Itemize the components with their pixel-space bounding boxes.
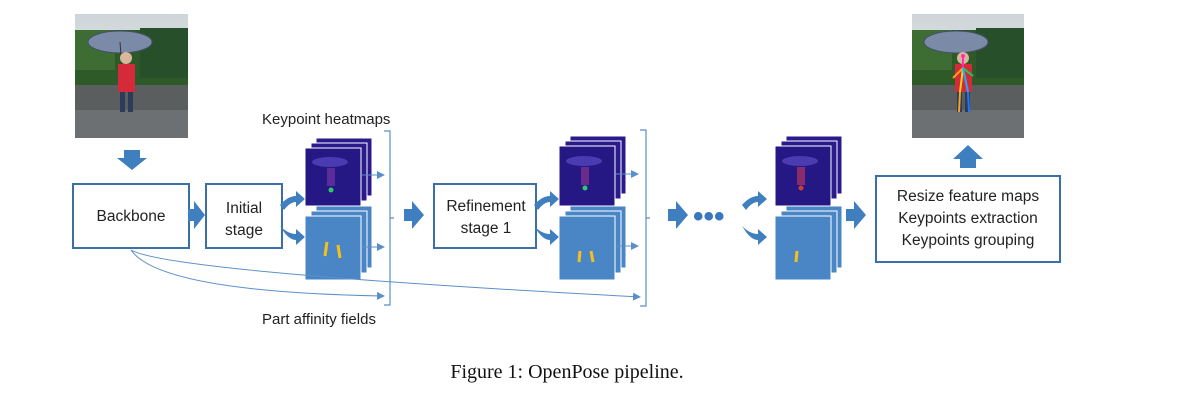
keypoint-heatmaps-label: Keypoint heatmaps xyxy=(262,111,390,128)
part-affinity-fields-label: Part affinity fields xyxy=(262,311,376,328)
initial-stage-label-line1: Initial xyxy=(226,200,262,217)
initial-paf-stack xyxy=(304,205,373,281)
initial-heatmap-stack xyxy=(304,137,373,207)
curved-arrow-to-heatmap-2 xyxy=(534,191,559,210)
arrow-to-ellipsis xyxy=(668,201,688,229)
initial-stage-label-line2: stage xyxy=(225,222,263,239)
input-photo xyxy=(75,14,188,138)
curved-arrow-to-paf-3 xyxy=(742,226,767,245)
arrow-to-refinement xyxy=(404,201,424,229)
refinement-label-line1: Refinement xyxy=(446,198,526,215)
postprocess-line2: Keypoints extraction xyxy=(898,210,1038,227)
backbone-box: Backbone xyxy=(72,183,190,249)
curved-arrow-to-heatmap-3 xyxy=(742,191,767,210)
refinement-paf-stack xyxy=(558,205,627,281)
figure-caption: Figure 1: OpenPose pipeline. xyxy=(450,361,683,383)
down-arrow-icon xyxy=(117,150,147,170)
output-photo xyxy=(912,14,1024,138)
final-paf-stack xyxy=(774,205,843,281)
curved-arrow-to-paf xyxy=(280,226,305,245)
arrow-to-postprocess xyxy=(846,201,866,229)
ellipsis: ••• xyxy=(693,200,725,233)
refinement-stage-box: Refinement stage 1 xyxy=(433,183,537,249)
curved-arrow-to-heatmap xyxy=(280,191,305,210)
refinement-label-line2: stage 1 xyxy=(461,220,512,237)
curved-arrow-to-paf-2 xyxy=(534,226,559,245)
skip-connection-to-bracket-2 xyxy=(130,249,641,301)
backbone-label: Backbone xyxy=(97,208,166,225)
arrow-backbone-to-initial xyxy=(188,201,205,229)
final-heatmap-stack xyxy=(774,135,843,207)
concat-bracket-2 xyxy=(640,129,650,307)
concat-bracket-1 xyxy=(384,130,394,306)
postprocess-line3: Keypoints grouping xyxy=(902,232,1035,249)
postprocess-box: Resize feature maps Keypoints extraction… xyxy=(875,175,1061,263)
initial-stage-box: Initial stage xyxy=(205,183,283,249)
postprocess-line1: Resize feature maps xyxy=(897,188,1039,205)
refinement-heatmap-stack xyxy=(558,135,627,207)
skip-connection-to-bracket-1 xyxy=(130,249,385,300)
up-arrow-icon xyxy=(953,145,983,168)
